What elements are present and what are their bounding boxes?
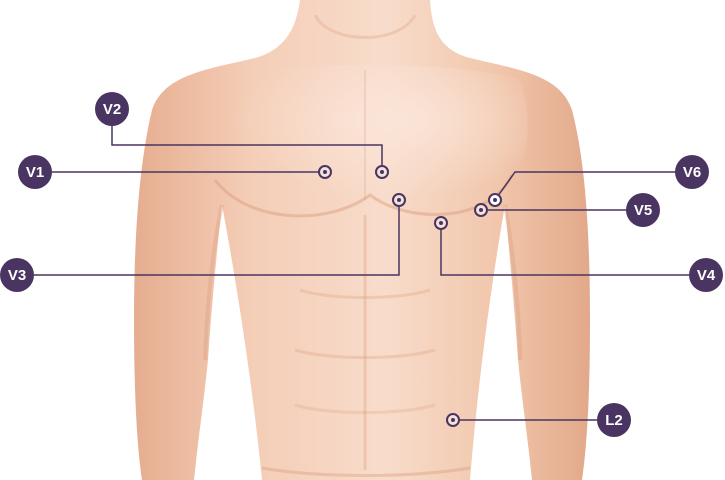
leader-line-v3: [33, 200, 400, 276]
badge-v3[interactable]: V3: [0, 258, 34, 292]
electrode-v1[interactable]: [318, 165, 332, 179]
leader-lines: [33, 125, 690, 421]
electrode-v4[interactable]: [434, 216, 448, 230]
electrode-l2[interactable]: [446, 413, 460, 427]
badge-v3-label: V3: [8, 267, 26, 284]
electrode-v2[interactable]: [375, 165, 389, 179]
badge-v2[interactable]: V2: [95, 92, 129, 126]
badge-v5-label: V5: [634, 202, 652, 219]
badge-v6-label: V6: [683, 164, 701, 181]
badge-v4-label: V4: [697, 267, 716, 284]
electrode-v5[interactable]: [474, 203, 488, 217]
badge-l2[interactable]: L2: [597, 403, 631, 437]
leader-line-v2: [111, 125, 383, 172]
leader-line-v4: [440, 223, 690, 276]
label-badges: V1 V2 V3 V4 V5 V6 L2: [0, 92, 723, 437]
badge-l2-label: L2: [605, 412, 623, 429]
electrode-v3[interactable]: [392, 193, 406, 207]
badge-v4[interactable]: V4: [689, 258, 723, 292]
badge-v5[interactable]: V5: [626, 193, 660, 227]
electrode-v6[interactable]: [488, 193, 502, 207]
leader-line-v6: [494, 171, 690, 201]
torso-body: [134, 0, 590, 480]
badge-v1-label: V1: [26, 164, 44, 181]
electrodes: [318, 165, 502, 427]
badge-v6[interactable]: V6: [675, 155, 709, 189]
badge-v2-label: V2: [103, 101, 121, 118]
badge-v1[interactable]: V1: [18, 155, 52, 189]
